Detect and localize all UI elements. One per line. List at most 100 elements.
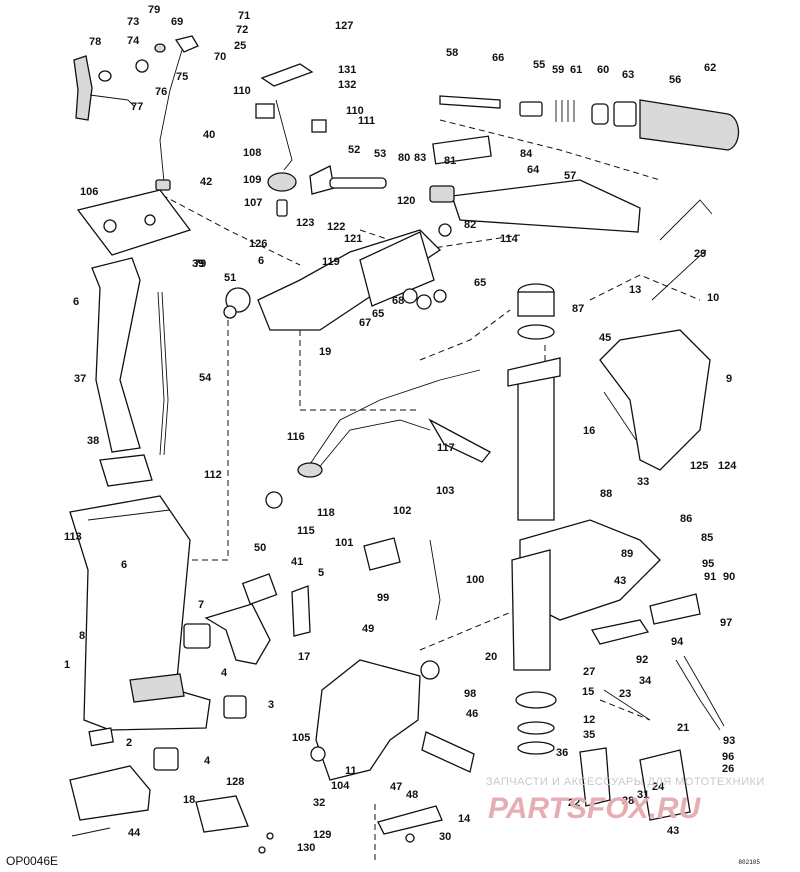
shift-shaft-parts	[255, 63, 327, 217]
drive-shaft-housing	[69, 495, 211, 747]
callout-42: 42	[200, 176, 212, 188]
callout-118: 118	[317, 507, 335, 519]
callout-71: 71	[238, 10, 250, 22]
wiring-harness	[265, 369, 491, 509]
callout-97: 97	[720, 617, 732, 629]
callout-36: 36	[556, 747, 568, 759]
callout-94: 94	[671, 636, 684, 648]
callout-96: 96	[722, 751, 734, 763]
callout-27: 27	[583, 666, 595, 678]
callout-111: 111	[358, 115, 375, 127]
callout-114: 114	[500, 233, 519, 245]
callout-40: 40	[203, 129, 215, 141]
callout-103: 103	[436, 485, 454, 497]
callout-101: 101	[335, 537, 353, 549]
callout-124: 124	[718, 460, 737, 472]
callout-52: 52	[348, 144, 360, 156]
callout-26: 26	[722, 763, 734, 775]
clamp-bracket	[599, 199, 713, 471]
watermark-tagline: ЗАПЧАСТИ И АКСЕССУАРЫ ДЛЯ МОТОТЕХНИКИ	[486, 776, 765, 788]
swivel-bracket	[310, 659, 475, 781]
callout-122: 122	[327, 221, 345, 233]
callout-70: 70	[214, 51, 226, 63]
callout-81: 81	[444, 155, 456, 167]
callout-43: 43	[614, 575, 626, 587]
callout-69: 69	[171, 16, 183, 28]
steering-handle	[223, 229, 447, 331]
callout-126: 126	[249, 238, 267, 250]
callout-4: 4	[204, 755, 211, 767]
callout-89: 89	[621, 548, 633, 560]
figure-code: 802105	[738, 859, 760, 866]
tiller-arm	[309, 135, 641, 237]
callout-33: 33	[637, 476, 649, 488]
callout-66: 66	[492, 52, 504, 64]
callout-120: 120	[397, 195, 415, 207]
callout-61: 61	[570, 64, 582, 76]
callout-86: 86	[680, 513, 692, 525]
callout-107: 107	[244, 197, 262, 209]
callout-12: 12	[583, 714, 595, 726]
shift-linkage	[241, 537, 441, 621]
callout-105: 105	[292, 732, 310, 744]
callout-125: 125	[690, 460, 708, 472]
callout-34: 34	[639, 675, 652, 687]
callout-110: 110	[346, 105, 364, 117]
callout-91: 91	[704, 571, 716, 583]
exhaust-tube	[91, 257, 153, 487]
drawing-code: OP0046E	[6, 854, 59, 868]
callout-18: 18	[183, 794, 195, 806]
callout-79: 79	[148, 4, 160, 16]
callout-64: 64	[527, 164, 540, 176]
callout-31: 31	[637, 789, 649, 801]
tilt-lock-parts	[515, 593, 725, 821]
callout-35: 35	[583, 729, 595, 741]
callout-15: 15	[582, 686, 594, 698]
callout-79: 79	[194, 258, 206, 270]
callout-72: 72	[236, 24, 248, 36]
callout-6: 6	[73, 296, 79, 308]
callout-109: 109	[243, 174, 261, 186]
callout-22: 22	[568, 797, 580, 809]
callout-127: 127	[335, 20, 353, 32]
adapter-plate	[76, 189, 192, 256]
callout-53: 53	[374, 148, 386, 160]
callout-87: 87	[572, 303, 584, 315]
callout-46: 46	[466, 708, 478, 720]
callout-115: 115	[297, 525, 315, 537]
callout-59: 59	[552, 64, 564, 76]
callout-16: 16	[583, 425, 595, 437]
callout-65: 65	[372, 308, 384, 320]
callout-78: 78	[89, 36, 101, 48]
callout-50: 50	[254, 542, 266, 554]
callout-25: 25	[234, 40, 246, 52]
callout-44: 44	[128, 827, 141, 839]
callout-6: 6	[121, 559, 127, 571]
callout-95: 95	[702, 558, 714, 570]
callout-75: 75	[176, 71, 188, 83]
callout-100: 100	[466, 574, 484, 586]
callout-84: 84	[520, 148, 533, 160]
callout-51: 51	[224, 272, 236, 284]
callout-93: 93	[723, 735, 735, 747]
callout-131: 131	[338, 64, 356, 76]
callout-43: 43	[667, 825, 679, 837]
callout-123: 123	[296, 217, 314, 229]
callout-55: 55	[533, 59, 545, 71]
callout-106: 106	[80, 186, 98, 198]
callout-57: 57	[564, 170, 576, 182]
callout-92: 92	[636, 654, 648, 666]
callout-112: 112	[204, 469, 222, 481]
callout-68: 68	[392, 295, 404, 307]
callout-49: 49	[362, 623, 374, 635]
callout-117: 117	[437, 442, 455, 454]
callout-4: 4	[221, 667, 228, 679]
callout-6: 6	[258, 255, 264, 267]
callout-85: 85	[701, 532, 713, 544]
callout-132: 132	[338, 79, 356, 91]
shift-lever-assembly	[73, 35, 199, 191]
callout-119: 119	[322, 256, 340, 268]
callout-58: 58	[446, 47, 458, 59]
callout-1: 1	[64, 659, 70, 671]
